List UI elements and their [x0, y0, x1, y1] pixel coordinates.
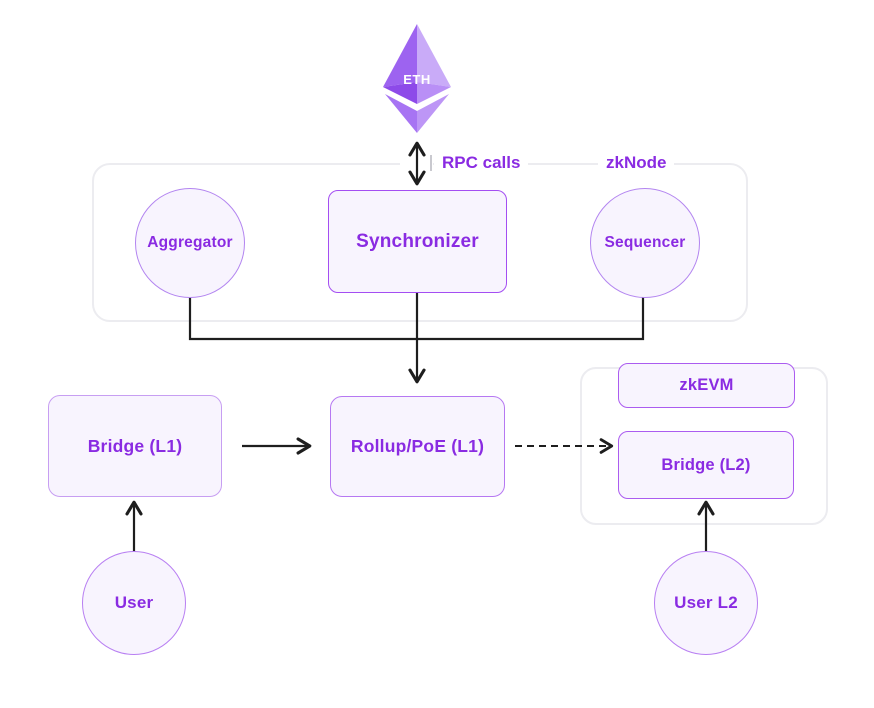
bridge-l1-node: Bridge (L1) — [48, 395, 222, 497]
sequencer-node: Sequencer — [590, 188, 700, 298]
zkevm-node: zkEVM — [618, 363, 795, 408]
user-l2-node: User L2 — [654, 551, 758, 655]
rpc-calls-label: RPC calls — [434, 152, 529, 174]
zknode-label: zkNode — [598, 152, 675, 174]
border-tick — [430, 155, 432, 171]
eth-icon: ETH — [383, 24, 451, 133]
aggregator-node: Aggregator — [135, 188, 245, 298]
bridge-l2-node: Bridge (L2) — [618, 431, 794, 499]
rollup-poe-l1-node: Rollup/PoE (L1) — [330, 396, 505, 497]
synchronizer-node: Synchronizer — [328, 190, 507, 293]
eth-logo-label: ETH — [403, 72, 431, 87]
user-node: User — [82, 551, 186, 655]
